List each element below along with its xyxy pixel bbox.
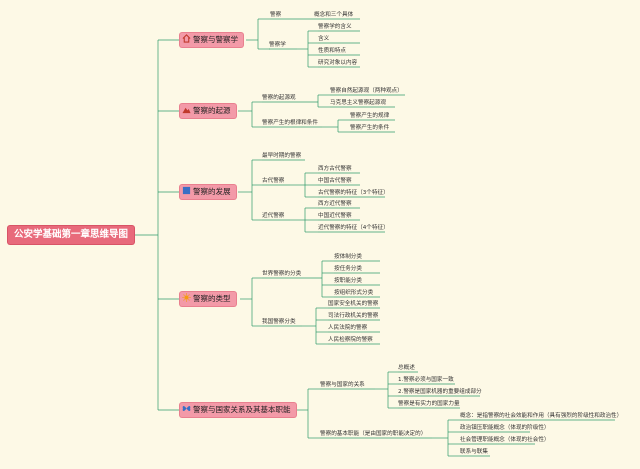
leaf-s4-c3[interactable]: 人民检察院的警察 xyxy=(328,337,373,343)
node-ancient-police[interactable]: 古代警察 xyxy=(262,178,285,184)
leaf-s3-a2[interactable]: 古代警察的特征（3个特征） xyxy=(318,190,389,196)
node-china-classification[interactable]: 我国警察分类 xyxy=(262,319,296,325)
leaf-s4-c1[interactable]: 司法行政机关的警察 xyxy=(328,313,379,319)
section-title: 警察与警察学 xyxy=(193,35,238,44)
leaf-s5-f0[interactable]: 概念：是指警察的社会效能和作用（具有强烈的阶级性和政治性） xyxy=(460,413,623,419)
node-police[interactable]: 警察 xyxy=(270,12,282,18)
leaf-s4-c0[interactable]: 国家安全机关的警察 xyxy=(328,301,379,307)
leaf-s5-f1[interactable]: 政治镇压职能概念（体现的阶级性） xyxy=(460,425,550,431)
leaf-s1-3[interactable]: 研究对象以内容 xyxy=(318,60,358,66)
leaf-s1-1[interactable]: 含义 xyxy=(318,36,330,42)
leaf-s3-a1[interactable]: 中国古代警察 xyxy=(318,178,352,184)
square-icon xyxy=(182,186,191,195)
leaf-s4-w1[interactable]: 按任务分类 xyxy=(334,266,362,272)
section-title: 警察的类型 xyxy=(193,294,231,303)
leaf-s3-m1[interactable]: 中国近代警察 xyxy=(318,213,352,219)
leaf-s3-m0[interactable]: 西方近代警察 xyxy=(318,201,352,207)
node-police-note[interactable]: 概念和三个具体 xyxy=(314,12,354,18)
node-modern-police[interactable]: 近代警察 xyxy=(262,213,285,219)
leaf-s4-c2[interactable]: 人民法院的警察 xyxy=(328,325,368,331)
leaf-s2-t0[interactable]: 警察自然起源观（两种观点） xyxy=(330,88,403,94)
leaf-s2-t1[interactable]: 马克思主义警察起源观 xyxy=(330,100,386,106)
leaf-s5-f2[interactable]: 社会管理职能概念（体现的社会性） xyxy=(460,437,550,443)
leaf-s2-c0[interactable]: 警察产生的规律 xyxy=(350,113,390,119)
section-police-development[interactable]: 警察的发展 xyxy=(180,185,236,199)
home-icon xyxy=(182,34,191,43)
section-title: 警察的发展 xyxy=(193,187,231,196)
root-topic[interactable]: 公安学基础第一章思维导图 xyxy=(8,226,134,244)
section-title: 警察与国家关系及其基本职能 xyxy=(193,405,291,414)
section-title: 警察的起源 xyxy=(193,106,231,115)
leaf-s5-r2[interactable]: 2.警察是国家机器的重要组成部分 xyxy=(398,389,482,395)
leaf-s4-w2[interactable]: 按职能分类 xyxy=(334,278,362,284)
node-policeology[interactable]: 警察学 xyxy=(269,42,286,48)
node-origin-cond[interactable]: 警察产生的根律和条件 xyxy=(262,120,318,126)
leaf-s5-r1[interactable]: 1.警察必须与国家一致 xyxy=(398,377,454,383)
leaf-s4-w3[interactable]: 按组织形式分类 xyxy=(334,290,374,296)
node-earliest-police[interactable]: 最早时期的警察 xyxy=(262,153,302,159)
sun-icon xyxy=(182,293,191,302)
node-world-classification[interactable]: 世界警察的分类 xyxy=(262,271,302,277)
leaf-s3-m2[interactable]: 近代警察的特征（4个特征） xyxy=(318,225,389,231)
leaf-s1-2[interactable]: 性质和特点 xyxy=(318,48,346,54)
leaf-s3-a0[interactable]: 西方古代警察 xyxy=(318,166,352,172)
leaf-s4-w0[interactable]: 按体制分类 xyxy=(334,254,362,260)
section-police-origin[interactable]: 警察的起源 xyxy=(180,104,236,118)
node-state-relation[interactable]: 警察与国家的关系 xyxy=(320,382,365,388)
section-police-and-policeology[interactable]: 警察与警察学 xyxy=(180,33,243,47)
butterfly-icon xyxy=(182,405,191,412)
leaf-s1-0[interactable]: 警察学的含义 xyxy=(318,24,352,30)
node-basic-functions[interactable]: 警察的基本职能（是由国家的职能决定的） xyxy=(320,431,427,437)
leaf-s5-r3[interactable]: 警察是有实力的国家力量 xyxy=(398,401,460,407)
section-police-state-functions[interactable]: 警察与国家关系及其基本职能 xyxy=(180,403,296,417)
leaf-s5-f3[interactable]: 联系与联集 xyxy=(460,449,488,455)
section-police-types[interactable]: 警察的类型 xyxy=(180,292,236,306)
mountain-icon xyxy=(182,107,191,114)
leaf-s2-c1[interactable]: 警察产生的条件 xyxy=(350,125,390,131)
leaf-s5-r0[interactable]: 总概述 xyxy=(398,365,415,371)
node-origin-theory[interactable]: 警察的起源观 xyxy=(262,95,296,101)
